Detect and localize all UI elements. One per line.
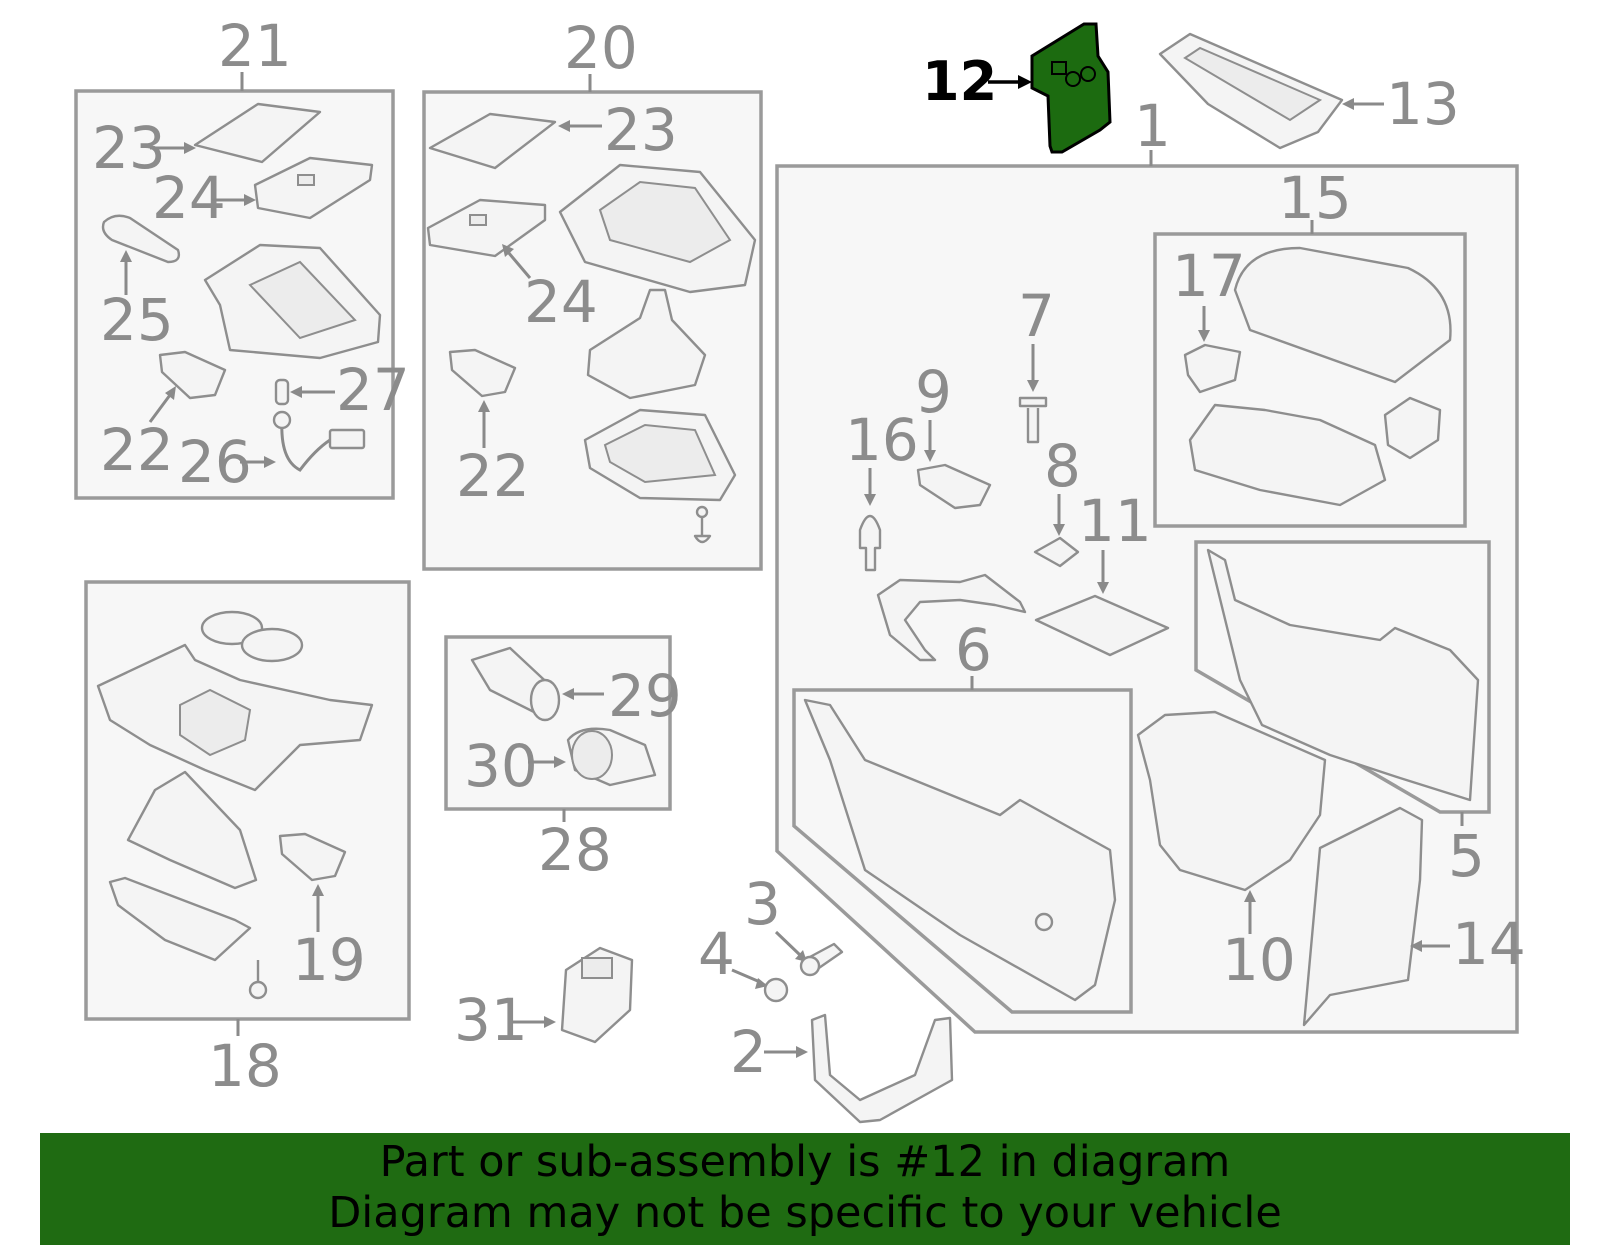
part-side-panel-right [1206,548,1480,802]
part-2-bracket [810,1013,954,1124]
callout-22-b[interactable]: 22 [456,442,530,510]
group-1: 1 15 17 5 6 7 8 9 16 11 [775,92,1526,1034]
callout-31[interactable]: 31 [454,986,528,1054]
part-11-mat [1034,594,1170,657]
callout-5[interactable]: 5 [1448,822,1485,890]
part-9-clip [916,463,992,510]
group-21: 21 23 24 25 22 27 26 [74,12,410,500]
callout-25[interactable]: 25 [100,286,174,354]
part-4-clip [763,977,789,1003]
part-8-nut [1033,536,1080,568]
part-7-bolt [1018,396,1048,444]
callout-29[interactable]: 29 [608,662,682,730]
callout-21[interactable]: 21 [218,12,292,80]
group-28: 28 29 30 [444,635,682,884]
part-22-clip-b [448,348,517,398]
group-18: 18 19 [84,580,411,1100]
callout-1[interactable]: 1 [1134,92,1171,160]
part-trim-panel [126,770,258,890]
part-16-knob [858,514,882,572]
callout-23-b[interactable]: 23 [604,96,678,164]
banner-line-1: Part or sub-assembly is #12 in diagram [379,1137,1231,1187]
part-23-lid-b [428,112,557,170]
part-14-rear-panel [1302,806,1424,1027]
callout-6[interactable]: 6 [955,616,992,684]
callout-3[interactable]: 3 [744,870,781,938]
callout-30[interactable]: 30 [464,732,538,800]
callout-14[interactable]: 14 [1452,910,1526,978]
banner-line-2: Diagram may not be specific to your vehi… [328,1188,1282,1238]
info-banner: Part or sub-assembly is #12 in diagram D… [40,1133,1570,1245]
part-22-clip-a [158,350,227,400]
part-armrest-bin [1188,403,1387,507]
group-12-highlighted: 12 [922,22,1112,154]
callout-16[interactable]: 16 [845,406,919,474]
callout-12[interactable]: 12 [922,50,997,113]
callout-2[interactable]: 2 [730,1018,767,1086]
part-10-bracket [1136,710,1327,892]
callout-9[interactable]: 9 [915,358,952,426]
loose-parts: 3 4 2 31 [454,870,954,1124]
part-lower-bracket [108,876,252,962]
part-26-harness [280,419,331,472]
callout-18[interactable]: 18 [208,1032,282,1100]
part-armrest-lid [1233,246,1452,384]
callout-4[interactable]: 4 [698,920,735,988]
callout-8[interactable]: 8 [1044,432,1081,500]
part-shift-boot [586,288,707,400]
part-latch-bracket [1383,396,1442,460]
part-25-trim [101,214,181,264]
callout-20[interactable]: 20 [564,14,638,82]
part-17-hinge [1183,343,1242,394]
part-23-lid-a [193,102,322,164]
part-24-bracket-b [426,198,547,258]
callout-15[interactable]: 15 [1278,164,1352,232]
callout-26[interactable]: 26 [178,428,252,496]
callout-7[interactable]: 7 [1018,282,1055,350]
group-13: 13 [1158,32,1460,150]
callout-10[interactable]: 10 [1222,926,1296,994]
part-27-plug [274,378,290,406]
callout-17[interactable]: 17 [1172,242,1246,310]
part-screw-a [693,515,712,544]
part-24-bracket-a [253,156,374,220]
callout-27[interactable]: 27 [336,356,410,424]
part-12-cup-holder[interactable] [1030,22,1112,154]
part-harness-cover [876,573,1027,662]
group-20: 20 23 24 22 [422,14,763,571]
callout-11[interactable]: 11 [1078,487,1152,555]
callout-24-b[interactable]: 24 [524,268,598,336]
part-31-switch [560,946,634,1044]
callout-22-a[interactable]: 22 [100,416,174,484]
callout-28[interactable]: 28 [538,816,612,884]
part-19-clip [278,832,347,882]
callout-19[interactable]: 19 [292,926,366,994]
callout-13[interactable]: 13 [1386,70,1460,138]
callout-24-a[interactable]: 24 [152,164,226,232]
